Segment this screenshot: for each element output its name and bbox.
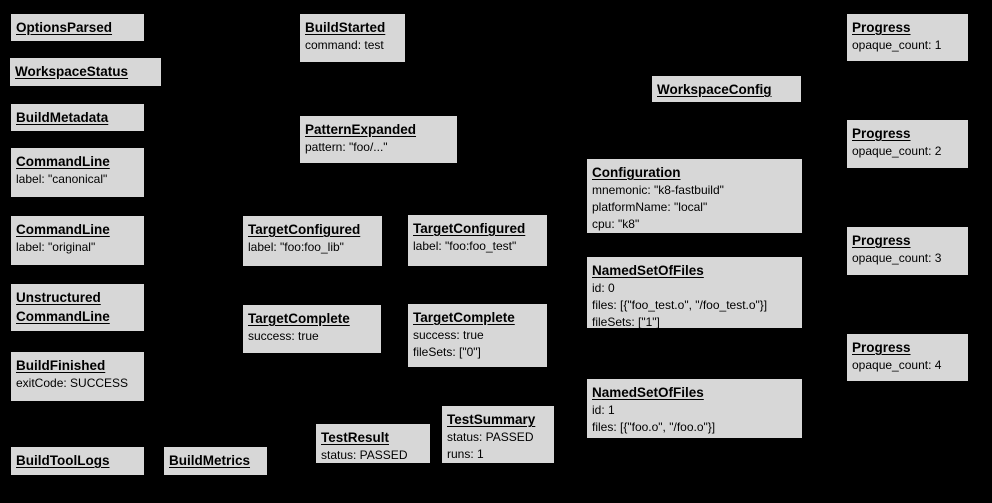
node-field: runs: 1 xyxy=(447,447,484,461)
node-field: mnemonic: "k8-fastbuild" xyxy=(592,183,724,197)
node-field: label: "canonical" xyxy=(16,172,108,186)
node-options-parsed: OptionsParsed xyxy=(10,13,145,42)
node-test-result: TestResult status: PASSED xyxy=(315,423,431,464)
node-field: label: "foo:foo_test" xyxy=(413,239,517,253)
node-progress-2: Progress opaque_count: 2 xyxy=(846,119,969,169)
node-field: exitCode: SUCCESS xyxy=(16,376,129,390)
node-field: pattern: "foo/..." xyxy=(305,140,388,154)
node-target-configured-test: TargetConfigured label: "foo:foo_test" xyxy=(407,214,548,267)
node-field: files: [{"foo_test.o", "/foo_test.o"}] xyxy=(592,298,768,312)
node-test-summary: TestSummary status: PASSED runs: 1 xyxy=(441,405,555,464)
node-target-configured-lib: TargetConfigured label: "foo:foo_lib" xyxy=(242,215,383,267)
node-title: PatternExpanded xyxy=(305,122,417,137)
node-field: platformName: "local" xyxy=(592,200,708,214)
node-title: TargetComplete xyxy=(248,311,350,326)
node-title: TargetConfigured xyxy=(248,222,361,237)
node-title: BuildToolLogs xyxy=(16,453,110,468)
node-field: opaque_count: 1 xyxy=(852,38,942,52)
node-title: TargetConfigured xyxy=(413,221,526,236)
node-field: status: PASSED xyxy=(321,448,408,462)
node-progress-4: Progress opaque_count: 4 xyxy=(846,333,969,382)
node-target-complete-lib: TargetComplete success: true xyxy=(242,304,382,354)
node-named-set-of-files-0: NamedSetOfFiles id: 0 files: [{"foo_test… xyxy=(586,256,803,329)
node-field: id: 0 xyxy=(592,281,615,295)
node-title: BuildMetadata xyxy=(16,110,109,125)
node-build-tool-logs: BuildToolLogs xyxy=(10,446,145,476)
node-title: Configuration xyxy=(592,165,681,180)
node-title: TestSummary xyxy=(447,412,536,427)
node-named-set-of-files-1: NamedSetOfFiles id: 1 files: [{"foo.o", … xyxy=(586,378,803,439)
node-field: status: PASSED xyxy=(447,430,534,444)
node-configuration: Configuration mnemonic: "k8-fastbuild" p… xyxy=(586,158,803,234)
node-field: success: true xyxy=(248,329,319,343)
node-progress-1: Progress opaque_count: 1 xyxy=(846,13,969,62)
node-build-started: BuildStarted command: test xyxy=(299,13,406,63)
node-title: Progress xyxy=(852,233,911,248)
node-workspace-config: WorkspaceConfig xyxy=(651,75,802,103)
node-title: CommandLine xyxy=(16,309,110,324)
node-title: OptionsParsed xyxy=(16,20,113,35)
node-title: NamedSetOfFiles xyxy=(592,263,704,278)
node-build-metrics: BuildMetrics xyxy=(163,446,268,476)
node-title: Progress xyxy=(852,340,911,355)
node-command-line-canonical: CommandLine label: "canonical" xyxy=(10,147,145,198)
node-field: fileSets: ["1"] xyxy=(592,315,660,329)
node-title: Unstructured xyxy=(16,290,101,305)
node-workspace-status: WorkspaceStatus xyxy=(9,57,162,87)
node-field: files: [{"foo.o", "/foo.o"}] xyxy=(592,420,716,434)
node-field: command: test xyxy=(305,38,384,52)
node-field: id: 1 xyxy=(592,403,615,417)
node-field: opaque_count: 2 xyxy=(852,144,942,158)
node-field: cpu: "k8" xyxy=(592,217,640,231)
node-unstructured-command-line: Unstructured CommandLine xyxy=(10,283,145,332)
node-title: WorkspaceConfig xyxy=(657,82,772,97)
node-title: TargetComplete xyxy=(413,310,515,325)
node-field: opaque_count: 3 xyxy=(852,251,942,265)
node-field: label: "original" xyxy=(16,240,96,254)
node-pattern-expanded: PatternExpanded pattern: "foo/..." xyxy=(299,115,458,164)
node-field: fileSets: ["0"] xyxy=(413,345,481,359)
node-title: BuildMetrics xyxy=(169,453,251,468)
node-field: label: "foo:foo_lib" xyxy=(248,240,344,254)
node-title: CommandLine xyxy=(16,154,110,169)
node-target-complete-test: TargetComplete success: true fileSets: [… xyxy=(407,303,548,368)
node-title: Progress xyxy=(852,20,911,35)
node-build-metadata: BuildMetadata xyxy=(10,103,145,132)
node-title: BuildFinished xyxy=(16,358,106,373)
node-title: TestResult xyxy=(321,430,390,445)
node-build-finished: BuildFinished exitCode: SUCCESS xyxy=(10,351,145,402)
node-field: opaque_count: 4 xyxy=(852,358,942,372)
node-title: WorkspaceStatus xyxy=(15,64,129,79)
node-field: success: true xyxy=(413,328,484,342)
node-title: CommandLine xyxy=(16,222,110,237)
node-title: BuildStarted xyxy=(305,20,386,35)
node-title: Progress xyxy=(852,126,911,141)
node-title: NamedSetOfFiles xyxy=(592,385,704,400)
node-command-line-original: CommandLine label: "original" xyxy=(10,215,145,266)
node-progress-3: Progress opaque_count: 3 xyxy=(846,226,969,276)
